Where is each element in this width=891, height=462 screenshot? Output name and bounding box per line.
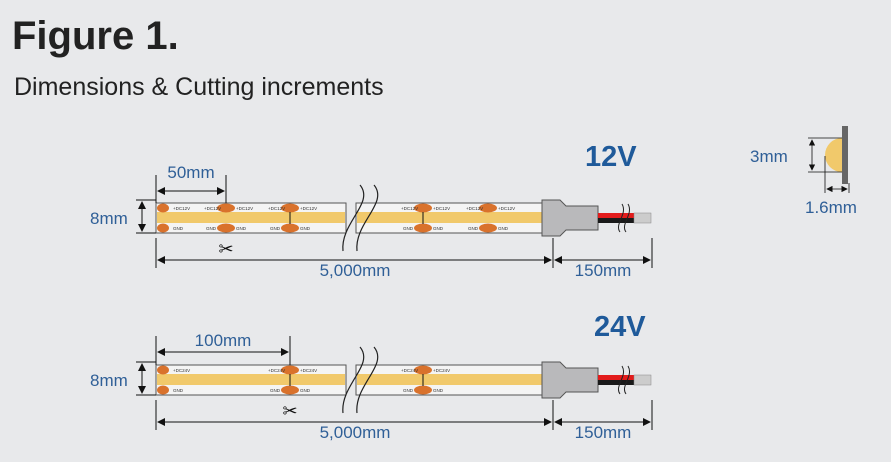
solder-pad xyxy=(281,223,299,233)
solder-pad xyxy=(281,365,299,375)
pad-label-positive: +DC12V xyxy=(236,206,253,211)
scissors-icon: ✂ xyxy=(282,401,297,421)
solder-pad xyxy=(479,223,497,233)
break-mark xyxy=(342,184,365,252)
break-mark xyxy=(618,365,624,395)
pad-label-positive: +DC12V xyxy=(204,206,221,211)
pad-label-ground: GND xyxy=(270,388,281,393)
wire-strands xyxy=(633,212,652,224)
lead-length-label: 150mm xyxy=(575,261,632,280)
pad-label-positive: +DC12V xyxy=(401,206,418,211)
voltage-label: 24V xyxy=(594,311,646,343)
wire-strands xyxy=(633,374,652,386)
cut-increment-label: 100mm xyxy=(195,331,252,350)
wire-black xyxy=(598,218,634,223)
pad-label-positive: +DC24V xyxy=(401,368,418,373)
pad-label-positive: +DC12V xyxy=(268,206,285,211)
break-mark xyxy=(624,203,630,233)
wire-black xyxy=(598,380,634,385)
wire-red xyxy=(598,213,634,218)
pad-label-ground: GND xyxy=(468,226,479,231)
pad-label-positive: +DC12V xyxy=(466,206,483,211)
break-mark xyxy=(624,365,630,395)
led-profile xyxy=(825,138,842,172)
width-label: 8mm xyxy=(90,371,128,390)
break-mark xyxy=(356,346,379,414)
wire-red xyxy=(598,375,634,380)
pad-label-ground: GND xyxy=(498,226,509,231)
profile-height-label: 3mm xyxy=(750,147,788,166)
pad-label-ground: GND xyxy=(403,226,414,231)
solder-pad xyxy=(479,203,497,213)
pad-label-ground: GND xyxy=(206,226,217,231)
end-cap-connector xyxy=(541,361,599,399)
pad-label-ground: GND xyxy=(236,226,247,231)
solder-pad xyxy=(157,365,169,375)
solder-pad xyxy=(157,223,169,233)
length-label: 5,000mm xyxy=(320,261,391,280)
pad-label-ground: GND xyxy=(173,226,184,231)
solder-pad xyxy=(414,203,432,213)
profile-diagram: 3mm 1.6mm xyxy=(750,126,857,217)
end-cap-connector xyxy=(541,199,599,237)
pad-label-positive: +DC24V xyxy=(300,368,317,373)
pad-label-positive: +DC12V xyxy=(300,206,317,211)
pad-label-ground: GND xyxy=(300,388,311,393)
break-mark xyxy=(618,203,624,233)
pad-label-ground: GND xyxy=(173,388,184,393)
solder-pad xyxy=(414,385,432,395)
break-mark xyxy=(356,184,379,252)
led-band xyxy=(157,212,345,223)
solder-pad xyxy=(414,365,432,375)
solder-pad xyxy=(217,203,235,213)
led-band xyxy=(157,374,345,385)
pad-label-ground: GND xyxy=(433,388,444,393)
profile-depth-label: 1.6mm xyxy=(805,198,857,217)
solder-pad xyxy=(414,223,432,233)
led-band xyxy=(357,212,543,223)
led-band xyxy=(357,374,543,385)
pad-label-ground: GND xyxy=(403,388,414,393)
pad-label-positive: +DC24V xyxy=(268,368,285,373)
pad-label-positive: +DC24V xyxy=(433,368,450,373)
led-strip-24V: +DC24V GND +DC24V GND +DC24V GND +DC24V GND +DC2… xyxy=(90,311,653,442)
pad-label-ground: GND xyxy=(270,226,281,231)
solder-pad xyxy=(157,385,169,395)
lead-length-label: 150mm xyxy=(575,423,632,442)
figure-title: Figure 1. xyxy=(12,14,179,58)
pad-label-positive: +DC12V xyxy=(173,206,190,211)
led-strip-12V: +DC12V GND +DC12V GND +DC12V GND +DC12V GND +DC1… xyxy=(90,141,653,280)
solder-pad xyxy=(157,203,169,213)
pad-label-positive: +DC12V xyxy=(433,206,450,211)
solder-pad xyxy=(281,203,299,213)
pad-label-positive: +DC24V xyxy=(173,368,190,373)
solder-pad xyxy=(217,223,235,233)
break-mark xyxy=(342,346,365,414)
length-label: 5,000mm xyxy=(320,423,391,442)
pad-label-ground: GND xyxy=(433,226,444,231)
solder-pad xyxy=(281,385,299,395)
figure-subtitle: Dimensions & Cutting increments xyxy=(14,73,384,101)
cut-increment-label: 50mm xyxy=(167,163,214,182)
pcb-profile xyxy=(842,126,848,184)
pad-label-ground: GND xyxy=(300,226,311,231)
scissors-icon: ✂ xyxy=(218,239,233,259)
pad-label-positive: +DC12V xyxy=(498,206,515,211)
width-label: 8mm xyxy=(90,209,128,228)
voltage-label: 12V xyxy=(585,141,637,173)
